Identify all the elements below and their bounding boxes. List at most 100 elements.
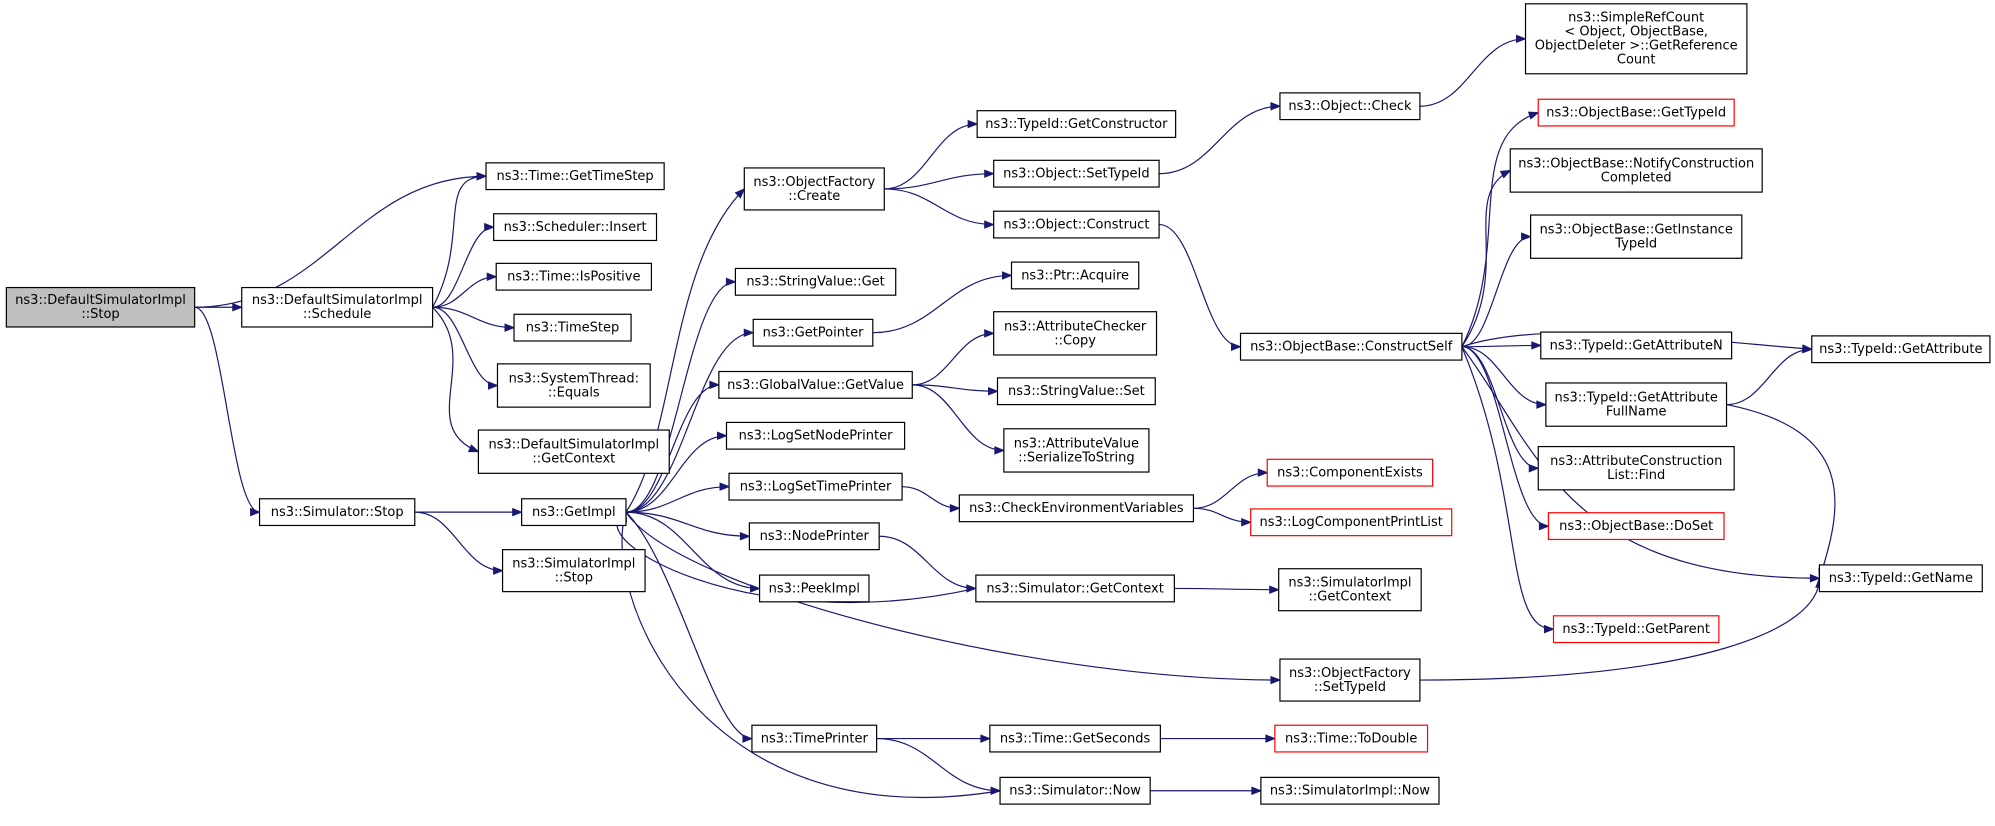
- node-ob_notify[interactable]: ns3::ObjectBase::NotifyConstructionCompl…: [1509, 148, 1763, 193]
- node-label: Count: [1617, 53, 1656, 68]
- node-box: [1279, 658, 1421, 702]
- node-simimpl_now[interactable]: ns3::SimulatorImpl::Now: [1260, 776, 1440, 805]
- node-gv_getvalue[interactable]: ns3::GlobalValue::GetValue: [718, 370, 913, 399]
- edge-line: [616, 511, 977, 603]
- node-object_check[interactable]: ns3::Object::Check: [1279, 92, 1421, 121]
- node-ptr_acquire[interactable]: ns3::Ptr::Acquire: [1010, 261, 1140, 290]
- node-object_construct[interactable]: ns3::Object::Construct: [993, 210, 1160, 239]
- edge-line: [432, 306, 515, 329]
- node-box: [5, 286, 196, 328]
- node-label: ns3::ObjectFactory: [753, 175, 875, 190]
- edge-objectbase_constructself-to-ob_doset: [1461, 346, 1550, 531]
- edge-line: [432, 226, 494, 308]
- node-time_todouble[interactable]: ns3::Time::ToDouble: [1274, 724, 1429, 753]
- node-simimpl_getcontext[interactable]: ns3::SimulatorImpl::GetContext: [1278, 568, 1422, 612]
- node-sched_insert[interactable]: ns3::Scheduler::Insert: [493, 213, 658, 242]
- node-label: ns3::StringValue::Get: [746, 275, 884, 290]
- node-objectbase_constructself[interactable]: ns3::ObjectBase::ConstructSelf: [1239, 332, 1463, 361]
- edge-objectbase_constructself-to-attrconstructionlist_find: [1461, 346, 1540, 473]
- node-label: ns3::ObjectFactory: [1289, 666, 1411, 681]
- node-of_settypeid[interactable]: ns3::ObjectFactory::SetTypeId: [1279, 658, 1421, 702]
- node-componentexists[interactable]: ns3::ComponentExists: [1266, 458, 1434, 487]
- arrowhead-icon: [988, 387, 999, 396]
- node-getpointer[interactable]: ns3::GetPointer: [752, 318, 874, 347]
- node-box: [1274, 724, 1429, 753]
- node-label: ns3::TypeId::GetParent: [1562, 622, 1710, 637]
- arrowhead-icon: [990, 786, 1002, 795]
- arrowhead-icon: [1241, 518, 1253, 527]
- node-simplerefcount[interactable]: ns3::SimpleRefCount< Object, ObjectBase,…: [1524, 3, 1748, 75]
- node-time_gettimestep[interactable]: ns3::Time::GetTimeStep: [485, 162, 665, 191]
- edge-line: [1174, 587, 1279, 591]
- node-typeid_getname[interactable]: ns3::TypeId::GetName: [1818, 564, 1983, 593]
- node-object_settypeid[interactable]: ns3::Object::SetTypeId: [993, 159, 1160, 188]
- node-time_getseconds[interactable]: ns3::Time::GetSeconds: [989, 724, 1161, 753]
- node-label: ::SetTypeId: [1314, 680, 1386, 695]
- node-label: ns3::SystemThread:: [509, 371, 639, 386]
- node-checkenv[interactable]: ns3::CheckEnvironmentVariables: [958, 494, 1195, 523]
- node-systhread_equals[interactable]: ns3::SystemThread:::Equals: [496, 363, 651, 408]
- arrowhead-icon: [1521, 232, 1532, 241]
- node-logsettimeprinter[interactable]: ns3::LogSetTimePrinter: [728, 472, 903, 501]
- node-stringvalue_get[interactable]: ns3::StringValue::Get: [734, 267, 897, 296]
- node-box: [999, 776, 1151, 805]
- node-label: ns3::ComponentExists: [1277, 466, 1423, 481]
- node-label: ns3::Simulator::Stop: [271, 505, 404, 520]
- edge-gv_getvalue-to-attrvalue_serialize: [912, 384, 1006, 455]
- node-time_ispositive[interactable]: ns3::Time::IsPositive: [495, 262, 653, 291]
- node-nodeprinter[interactable]: ns3::NodePrinter: [748, 522, 880, 551]
- arrowhead-icon: [1809, 574, 1821, 583]
- node-logsetnodeprinter[interactable]: ns3::LogSetNodePrinter: [725, 421, 906, 450]
- node-box: [1545, 382, 1728, 427]
- node-getimpl[interactable]: ns3::GetImpl: [521, 498, 627, 527]
- arrowhead-icon: [734, 187, 746, 199]
- node-typeid_getattribute[interactable]: ns3::TypeId::GetAttribute: [1811, 335, 1991, 364]
- node-sim_getcontext[interactable]: ns3::Simulator::GetContext: [975, 574, 1175, 603]
- edge-line: [1159, 105, 1280, 175]
- node-typeid_getparent[interactable]: ns3::TypeId::GetParent: [1552, 615, 1720, 644]
- arrowhead-icon: [1527, 111, 1540, 120]
- node-typeid_getconstructor[interactable]: ns3::TypeId::GetConstructor: [976, 110, 1177, 139]
- node-dsi_schedule[interactable]: ns3::DefaultSimulatorImpl::Schedule: [241, 286, 434, 328]
- node-sim_stop[interactable]: ns3::Simulator::Stop: [258, 498, 416, 527]
- edge-logsettimeprinter-to-checkenv: [902, 486, 961, 513]
- node-label: ns3::CheckEnvironmentVariables: [969, 501, 1184, 516]
- node-box: [1278, 568, 1422, 612]
- node-sim_now[interactable]: ns3::Simulator::Now: [999, 776, 1151, 805]
- edge-line: [625, 511, 1280, 681]
- node-stringvalue_set[interactable]: ns3::StringValue::Set: [996, 377, 1156, 406]
- node-dsi_getcontext[interactable]: ns3::DefaultSimulatorImpl::GetContext: [477, 429, 670, 474]
- edge-typeid_getattributefullname-to-typeid_getname: [1726, 404, 1836, 580]
- arrowhead-icon: [984, 169, 996, 178]
- edge-dsi_schedule-to-timestep: [432, 306, 516, 332]
- edge-line: [1461, 344, 1541, 348]
- node-attrvalue_serialize[interactable]: ns3::AttributeValue::SerializeToString: [1003, 428, 1150, 473]
- edge-getimpl-to-stringvalue_get: [625, 277, 737, 513]
- node-box: [958, 494, 1195, 523]
- edge-line: [912, 384, 998, 392]
- node-logcomponentprintlist[interactable]: ns3::LogComponentPrintList: [1250, 508, 1453, 537]
- node-box: [495, 262, 653, 291]
- node-of_create[interactable]: ns3::ObjectFactory::Create: [743, 167, 885, 211]
- edge-line: [621, 511, 1001, 798]
- node-timeprinter[interactable]: ns3::TimePrinter: [751, 724, 878, 753]
- node-ob_gettypeid[interactable]: ns3::ObjectBase::GetTypeId: [1537, 98, 1735, 127]
- edge-line: [625, 435, 727, 513]
- node-peekimpl[interactable]: ns3::PeekImpl: [758, 574, 870, 603]
- edge-line: [414, 511, 503, 572]
- node-ob_doset[interactable]: ns3::ObjectBase::DoSet: [1547, 512, 1725, 541]
- node-attrchecker_copy[interactable]: ns3::AttributeChecker::Copy: [993, 311, 1158, 356]
- node-simimpl_stop[interactable]: ns3::SimulatorImpl::Stop: [501, 549, 646, 593]
- node-timestep[interactable]: ns3::TimeStep: [513, 313, 632, 342]
- node-dsi_stop[interactable]: ns3::DefaultSimulatorImpl::Stop: [5, 286, 196, 328]
- edge-line: [625, 511, 760, 590]
- node-label: ns3::SimpleRefCount: [1568, 11, 1704, 26]
- node-box: [496, 363, 651, 408]
- edge-getimpl-to-logsettimeprinter: [625, 482, 731, 513]
- node-typeid_getattributen[interactable]: ns3::TypeId::GetAttributeN: [1540, 331, 1733, 360]
- edge-object_construct-to-objectbase_constructself: [1159, 223, 1242, 351]
- node-box: [976, 110, 1177, 139]
